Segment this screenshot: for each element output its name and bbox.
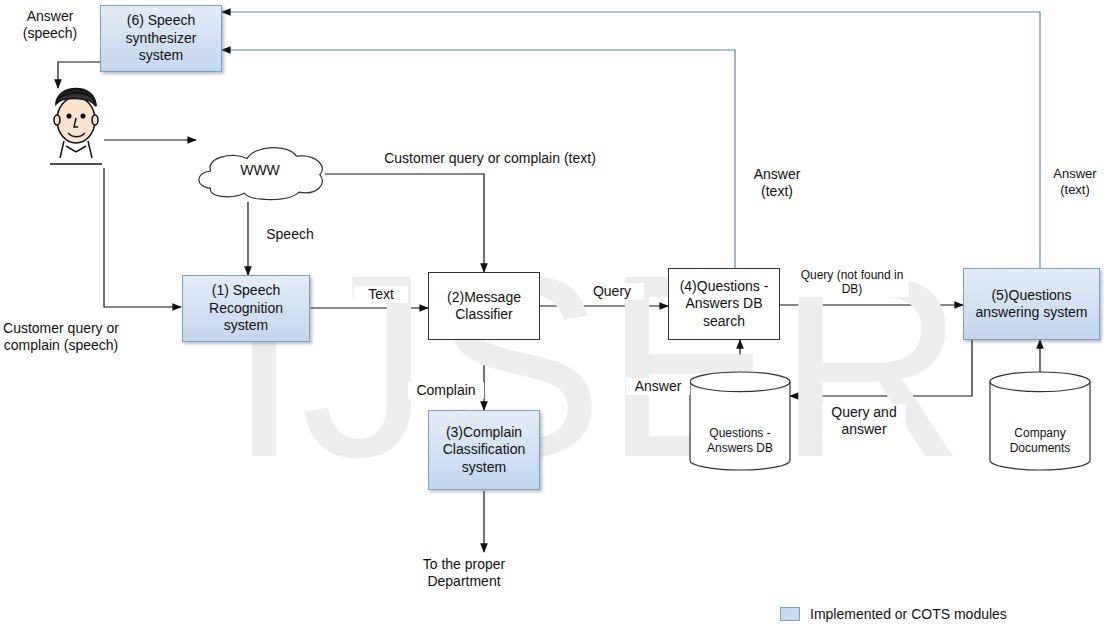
query-arrow xyxy=(104,139,196,140)
answer-arrow xyxy=(58,62,100,88)
process-box: (2)Message Classifier xyxy=(428,272,540,340)
database-cylinder: Questions - Answers DB xyxy=(690,372,790,470)
note-label: Customer query or complain (speech) xyxy=(2,320,120,354)
node-text: WWW xyxy=(234,158,286,184)
database-cylinder: Company Documents xyxy=(990,372,1090,470)
node-text: Questions - Answers DB xyxy=(690,422,790,470)
node-text: (1) Speech Recognition system xyxy=(183,278,309,339)
node-text: (6) Speech synthesizer system xyxy=(101,8,221,69)
internet-cloud: WWW xyxy=(195,140,325,202)
process-box: (6) Speech synthesizer system xyxy=(100,5,222,72)
department-arrow xyxy=(483,491,484,552)
customer-figure xyxy=(50,89,102,165)
connector xyxy=(222,12,1040,268)
process-box: (1) Speech Recognition system xyxy=(182,275,310,342)
edge-label: Query (not found in DB) xyxy=(795,268,909,297)
legend-text: Implemented or COTS modules xyxy=(810,606,1007,622)
cylinder-outline xyxy=(690,372,790,470)
legend-row: Implemented or COTS modules xyxy=(780,606,1007,622)
node-text: (4)Questions - Answers DB search xyxy=(669,274,779,335)
edge-label: Answer (text) xyxy=(742,166,812,200)
note-label: To the proper Department xyxy=(400,556,528,590)
cylinder-outline xyxy=(990,372,1090,470)
node-text: Company Documents xyxy=(990,422,1090,470)
edge-label: Query and answer xyxy=(822,404,906,438)
speech-query-arrow xyxy=(104,168,181,307)
process-box: (3)Complain Classification system xyxy=(428,410,540,490)
legend-swatch xyxy=(780,607,800,621)
edge-label: Customer query or complain (text) xyxy=(338,150,642,167)
connector xyxy=(1039,340,1040,372)
note-label: Answer (speech) xyxy=(4,8,96,42)
process-box: (5)Questions answering system xyxy=(963,268,1100,340)
process-box: (4)Questions - Answers DB search xyxy=(668,268,780,340)
node-text: (3)Complain Classification system xyxy=(429,420,539,481)
edge-label: Answer xyxy=(626,378,690,395)
node-text: (2)Message Classifier xyxy=(429,285,539,328)
edge-label: Complain xyxy=(408,382,484,399)
edge-label: Text xyxy=(354,286,408,303)
edge-label: Answer (text) xyxy=(1046,166,1104,197)
node-text: (5)Questions answering system xyxy=(964,283,1099,326)
edge-label: Speech xyxy=(258,226,322,243)
edge-label: Query xyxy=(580,283,644,300)
